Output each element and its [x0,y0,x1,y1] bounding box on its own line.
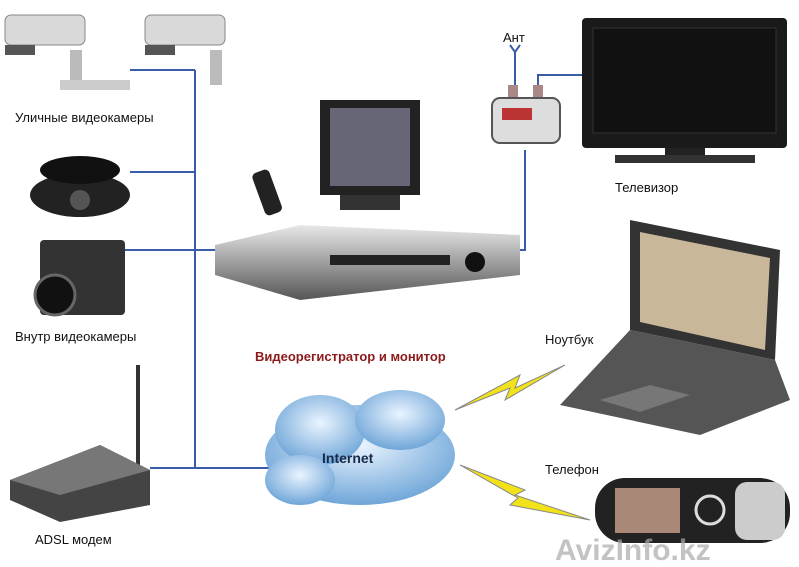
label-phone: Телефон [545,462,599,477]
box-camera [33,240,125,317]
watermark: AvizInfo.kz [555,534,711,567]
label-street-cameras: Уличные видеокамеры [15,110,154,125]
label-laptop: Ноутбук [545,332,594,347]
television [582,18,787,163]
label-antenna: Ант [503,30,525,45]
label-adsl-modem: ADSL модем [35,532,112,547]
label-internet: Internet [322,450,374,466]
connection-lines [125,44,582,469]
street-camera-2 [144,14,226,85]
remote-control [252,169,282,216]
lightning-bolts [454,364,591,521]
internet-cloud [265,390,455,505]
label-tv: Телевизор [615,180,679,195]
label-indoor-cameras: Внутр видеокамеры [15,329,137,344]
monitor [320,100,420,210]
adsl-modem [10,365,150,522]
laptop [560,220,790,435]
antenna-splitter [491,85,561,144]
label-dvr-monitor: Видеорегистратор и монитор [255,349,446,364]
street-camera-1 [4,14,130,90]
dvr-unit [215,225,520,300]
dome-camera [30,156,130,217]
mobile-phone [595,478,790,543]
